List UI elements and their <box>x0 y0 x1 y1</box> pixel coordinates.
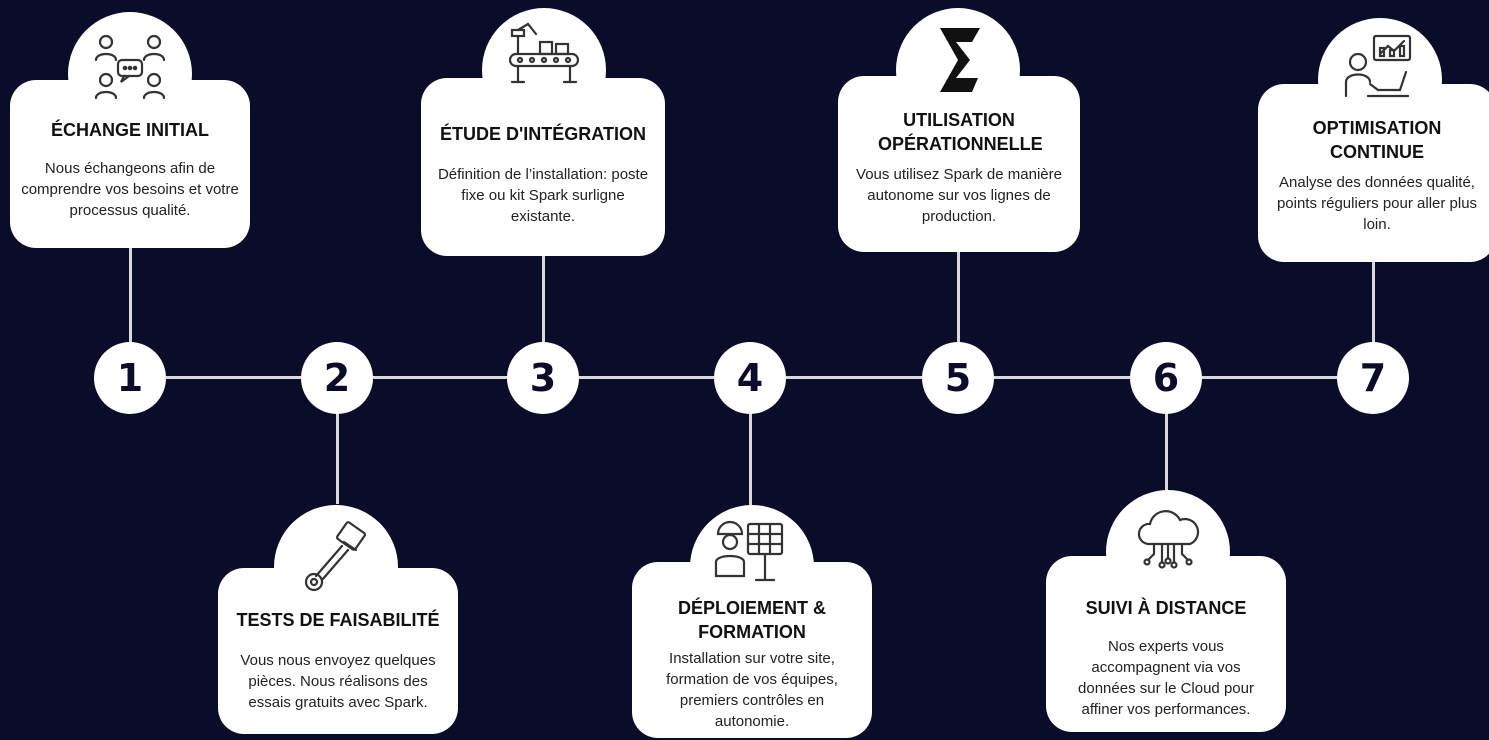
connector-3 <box>542 256 545 344</box>
step-title: ÉCHANGE INITIAL <box>50 120 209 140</box>
step-description: Installation sur votre site, formation d… <box>666 650 838 730</box>
step-description: Vous nous envoyez quelques pièces. Nous … <box>240 652 436 711</box>
step-number: 2 <box>323 356 351 400</box>
connector-6 <box>1165 412 1168 492</box>
step-description: Nous échangeons afin de comprendre vos b… <box>21 160 239 219</box>
step-title: UTILISATION OPÉRATIONNELLE <box>878 110 1043 154</box>
step-card-1: ÉCHANGE INITIAL Nous échangeons afin de … <box>10 80 250 248</box>
connector-7 <box>1372 262 1375 344</box>
step-card-3: ÉTUDE D'INTÉGRATION Définition de l’inst… <box>421 78 665 256</box>
step-description: Analyse des données qualité, points régu… <box>1276 174 1478 233</box>
step-number: 6 <box>1152 356 1180 400</box>
step-title: DÉPLOIEMENT & FORMATION <box>677 598 826 642</box>
step-node-3: 3 <box>507 342 579 414</box>
step-description: Définition de l’installation: poste fixe… <box>437 166 649 225</box>
cloud-network-icon <box>1130 502 1206 578</box>
step-node-1: 1 <box>94 342 166 414</box>
step-number: 3 <box>529 356 557 400</box>
worker-panel-icon <box>712 516 788 592</box>
step-node-7: 7 <box>1337 342 1409 414</box>
step-node-4: 4 <box>714 342 786 414</box>
step-node-5: 5 <box>922 342 994 414</box>
piston-icon <box>298 520 374 596</box>
step-title: ÉTUDE D'INTÉGRATION <box>440 124 646 144</box>
step-node-2: 2 <box>301 342 373 414</box>
people-chat-icon <box>92 30 168 106</box>
step-number: 7 <box>1359 356 1387 400</box>
step-title: SUIVI À DISTANCE <box>1085 598 1247 618</box>
step-node-6: 6 <box>1130 342 1202 414</box>
step-card-5: UTILISATION OPÉRATIONNELLE Vous utilisez… <box>838 76 1080 252</box>
step-description: Vous utilisez Spark de manière autonome … <box>856 166 1062 225</box>
step-card-2: TESTS DE FAISABILITÉ Vous nous envoyez q… <box>218 568 458 734</box>
step-number: 4 <box>736 356 764 400</box>
connector-1 <box>129 248 132 344</box>
step-number: 1 <box>116 356 144 400</box>
connector-5 <box>957 252 960 344</box>
step-number: 5 <box>944 356 972 400</box>
step-description: Nos experts vous accompagnent via vos do… <box>1078 638 1254 718</box>
analyst-laptop-icon <box>1340 32 1416 108</box>
spark-logo-icon <box>920 22 996 98</box>
step-card-6: SUIVI À DISTANCE Nos experts vous accomp… <box>1046 556 1286 732</box>
step-title: OPTIMISATION CONTINUE <box>1312 118 1442 162</box>
step-card-7: OPTIMISATION CONTINUE Analyse des donnée… <box>1258 84 1489 262</box>
connector-4 <box>749 412 752 512</box>
step-title: TESTS DE FAISABILITÉ <box>236 610 440 630</box>
connector-2 <box>336 412 339 504</box>
conveyor-robot-icon <box>506 20 582 96</box>
step-card-4: DÉPLOIEMENT & FORMATION Installation sur… <box>632 562 872 738</box>
